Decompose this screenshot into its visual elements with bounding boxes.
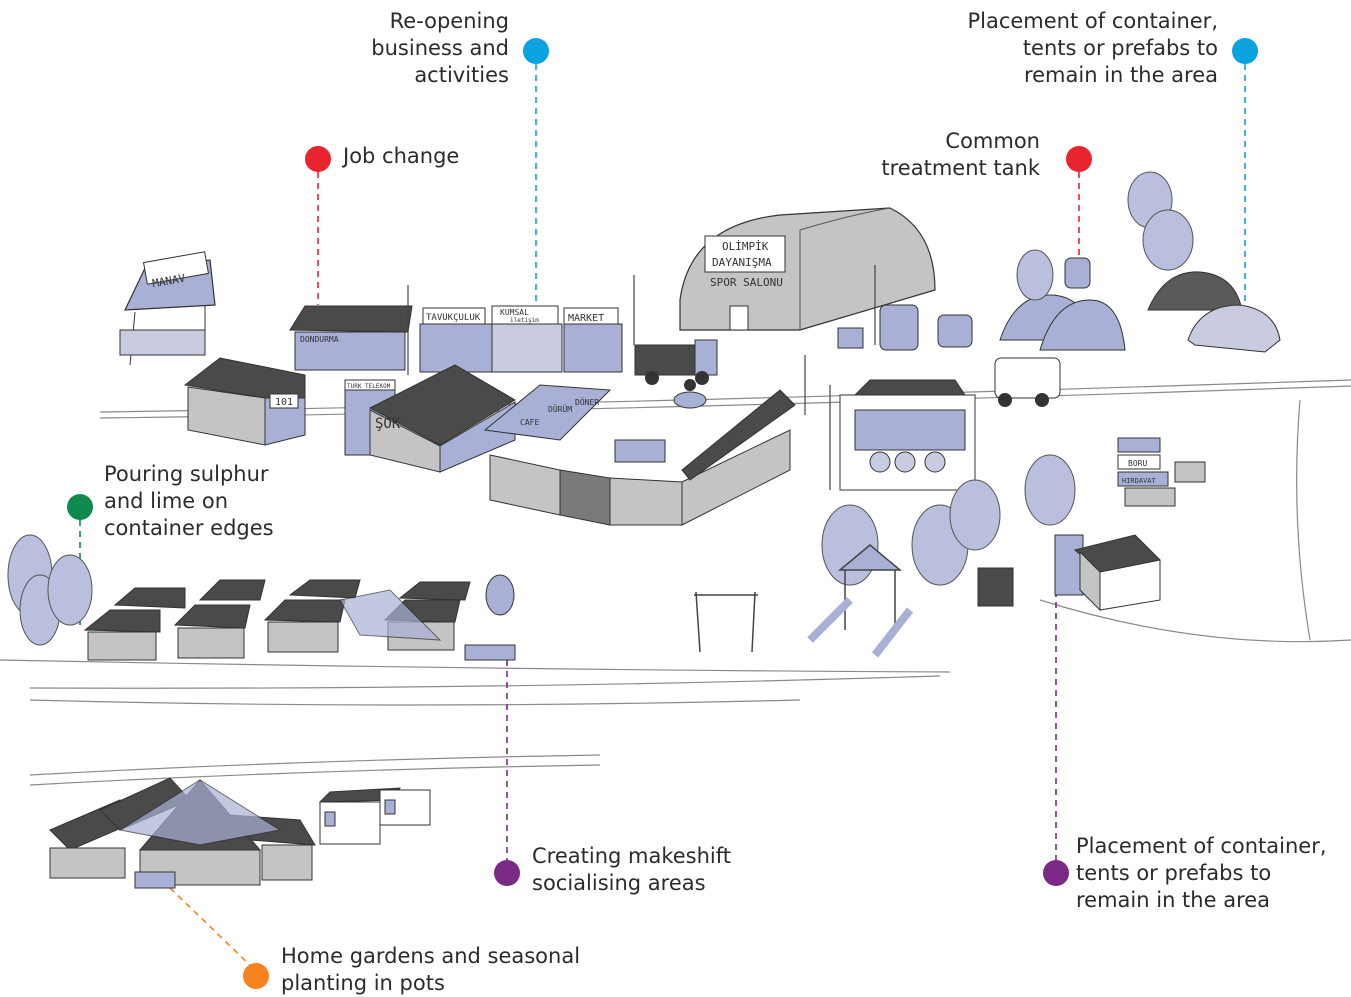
hardware-signs: BORU HIRDAVAT xyxy=(1117,437,1206,507)
sports-hall: OLİMPİK DAYANIŞMA SPOR SALONU xyxy=(679,207,936,331)
container-homes-left xyxy=(83,574,516,661)
label-socialising: Creating makeshift socialising areas xyxy=(532,844,732,895)
sok-sign: ŞOK xyxy=(375,416,401,432)
dot-reopening xyxy=(523,38,549,64)
durum-sign: DÜRÜM xyxy=(548,404,572,414)
shop-row: DONDURMA TAVUKÇULUK KUMSAL ileti̇şim MAR… xyxy=(289,305,623,373)
olimpik-sign: OLİMPİK xyxy=(722,240,769,253)
sok-building: TURK TELEKOM ŞOK xyxy=(344,364,516,473)
manav-sign: MANAV xyxy=(151,272,186,291)
label-placement-bottom: Placement of container, tents or prefabs… xyxy=(1076,834,1327,912)
dot-treatment-tank xyxy=(1066,146,1092,172)
label-placement-top: Placement of container, tents or prefabs… xyxy=(967,9,1218,87)
hirdavat-sign: HIRDAVAT xyxy=(1122,477,1157,485)
playground xyxy=(694,544,914,658)
kumsal-sign: KUMSAL xyxy=(500,308,529,317)
dot-placement-bottom xyxy=(1043,860,1069,886)
label-treatment-tank: Common treatment tank xyxy=(881,129,1040,180)
label-reopening: Re-opening business and activities xyxy=(371,9,509,87)
label-job-change: Job change xyxy=(343,144,460,168)
utility-poles xyxy=(407,265,876,490)
leader-lines xyxy=(79,64,1246,971)
dayanisma-sign: DAYANIŞMA xyxy=(712,256,772,269)
cars xyxy=(837,304,1061,407)
dondurma-sign: DONDURMA xyxy=(300,335,339,344)
turk-telekom-sign: TURK TELEKOM xyxy=(347,383,391,390)
spor-salonu-sign: SPOR SALONU xyxy=(710,276,783,289)
shop-101: 101 xyxy=(183,357,306,446)
container-cluster-bottom xyxy=(49,777,431,889)
label-sulphur: Pouring sulphur and lime on container ed… xyxy=(104,462,274,540)
dot-sulphur xyxy=(67,494,93,520)
market-stalls: CAFE DÜRÜM DÖNER xyxy=(483,384,796,526)
cafe-sign: CAFE xyxy=(520,418,539,427)
dot-socialising xyxy=(494,860,520,886)
tavukculuk-sign: TAVUKÇULUK xyxy=(426,313,481,323)
container-homes-right xyxy=(977,534,1162,612)
label-gardens: Home gardens and seasonal planting in po… xyxy=(281,944,581,995)
leader-gardens xyxy=(169,887,256,971)
boru-sign: BORU xyxy=(1128,459,1147,468)
market-sign: MARKET xyxy=(568,313,604,324)
dot-job-change xyxy=(305,146,331,172)
kumsal-sub-sign: ileti̇şim xyxy=(510,317,539,324)
outdoor-stage xyxy=(839,379,976,491)
tents-cluster xyxy=(999,257,1281,353)
doner-sign: DÖNER xyxy=(575,397,599,407)
dot-placement-top xyxy=(1232,38,1258,64)
dot-gardens xyxy=(243,963,269,989)
moped xyxy=(673,379,707,409)
manav-stall: MANAV xyxy=(119,251,216,366)
shop-101-sign: 101 xyxy=(275,397,293,408)
truck xyxy=(634,339,718,385)
